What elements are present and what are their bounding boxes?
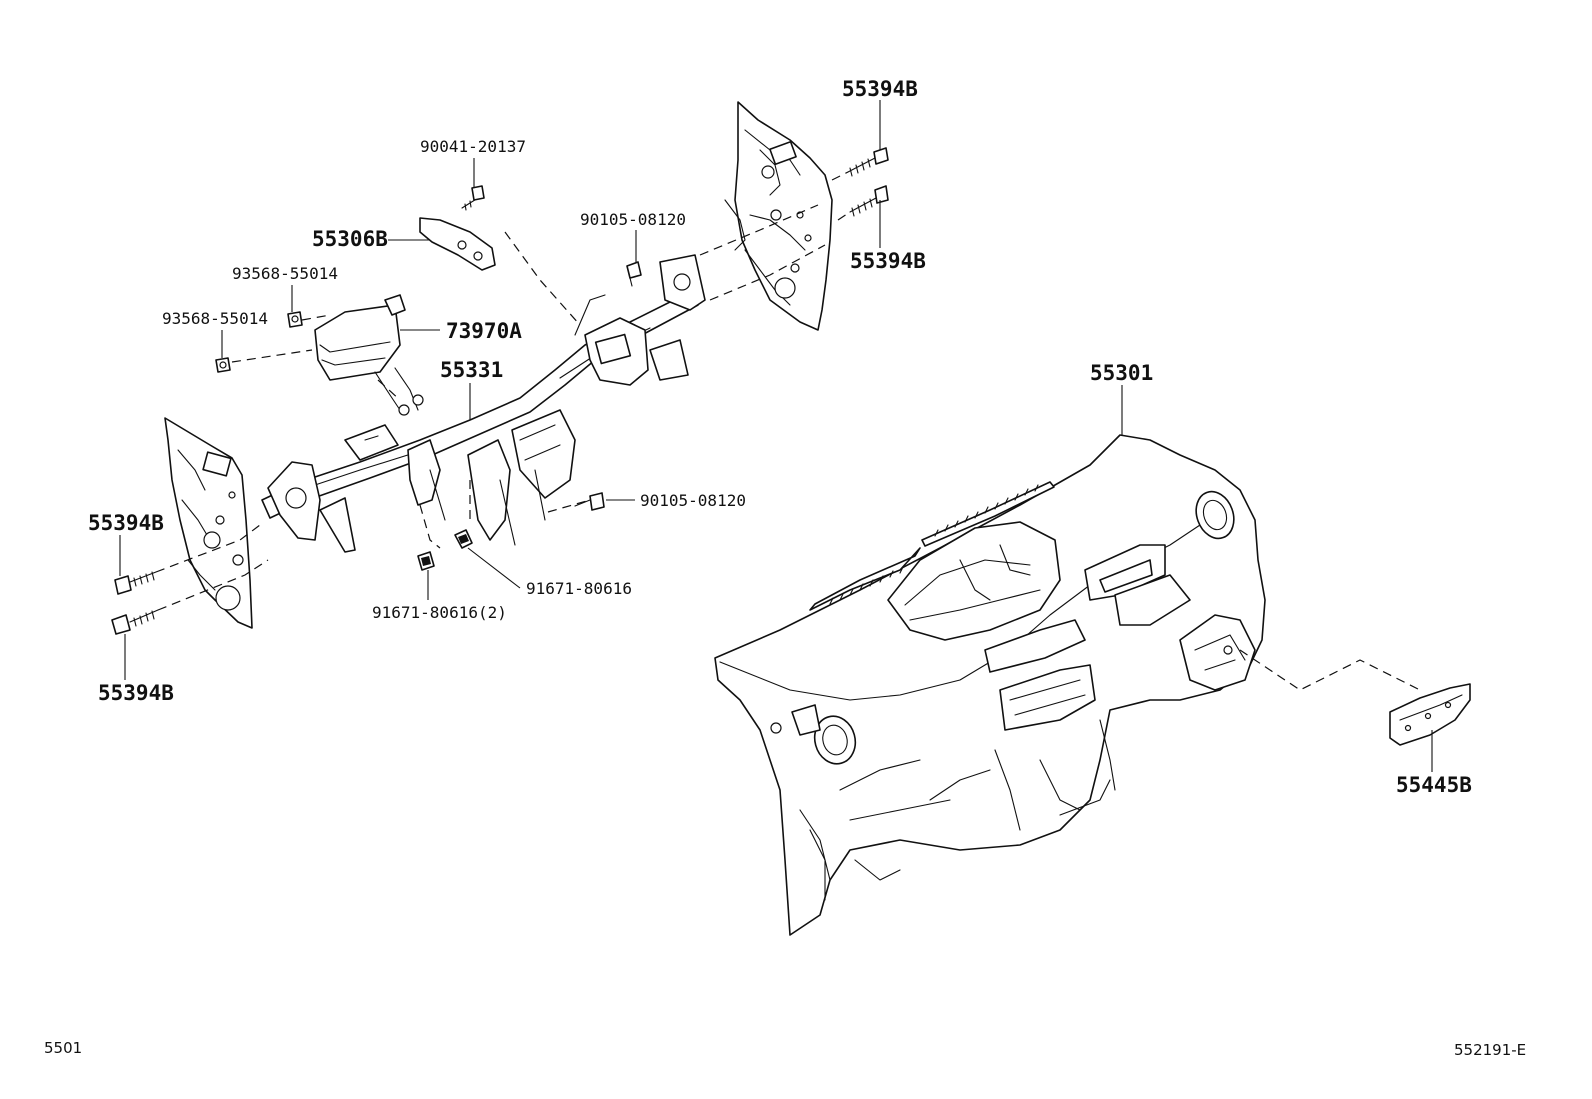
label-bolt-mid: 90105-08120	[580, 210, 686, 229]
leader-lines	[119, 100, 1433, 772]
defroster-slats	[829, 484, 1039, 605]
label-bolt-right-upper: 55394B	[842, 77, 918, 101]
label-clip-a: 91671-80616	[526, 579, 632, 598]
label-pad: 55445B	[1396, 773, 1472, 797]
airbag-assembly	[314, 294, 424, 416]
bolt-right-upper	[847, 147, 889, 177]
label-clip-b: 91671-80616(2)	[372, 603, 507, 622]
right-pillar-panel	[724, 101, 833, 331]
left-pillar-panel	[164, 417, 253, 629]
assembly-guide-lines	[155, 171, 1421, 691]
label-bracket: 55306B	[312, 227, 388, 251]
bolt-left-upper	[114, 571, 157, 595]
label-bolt-left-upper: 55394B	[88, 511, 164, 535]
clip-91671-a	[454, 529, 473, 549]
instrument-panel-reinforcement	[261, 254, 706, 553]
label-bolt-mid-low: 90105-08120	[640, 491, 746, 510]
bolt-left-lower	[111, 609, 159, 635]
page-code: 5501	[44, 1039, 82, 1057]
bracket-55306b	[419, 217, 496, 271]
label-panel: 55301	[1090, 361, 1153, 385]
callout-labels: 55394B 55394B 90041-20137 55306B 90105-0…	[88, 77, 1472, 797]
nut-93568-upper	[287, 311, 303, 328]
label-reinforcement: 55331	[440, 358, 503, 382]
label-bolt-right-lower: 55394B	[850, 249, 926, 273]
figure-code: 552191-E	[1454, 1041, 1526, 1059]
screw-90041	[461, 185, 485, 211]
side-pad-55445b	[1389, 683, 1471, 746]
clip-91671-b	[417, 551, 435, 571]
label-bolt-left-lower: 55394B	[98, 681, 174, 705]
label-airbag: 73970A	[446, 319, 522, 343]
label-nut-a: 93568-55014	[232, 264, 338, 283]
label-screw-top: 90041-20137	[420, 137, 526, 156]
instrument-panel	[714, 434, 1266, 936]
bolt-90105-upper	[626, 261, 642, 287]
fasteners	[111, 147, 889, 635]
bolt-90105-lower	[574, 492, 605, 511]
bolt-right-lower	[849, 185, 889, 217]
label-nut-b: 93568-55014	[162, 309, 268, 328]
nut-93568-lower	[215, 357, 231, 373]
